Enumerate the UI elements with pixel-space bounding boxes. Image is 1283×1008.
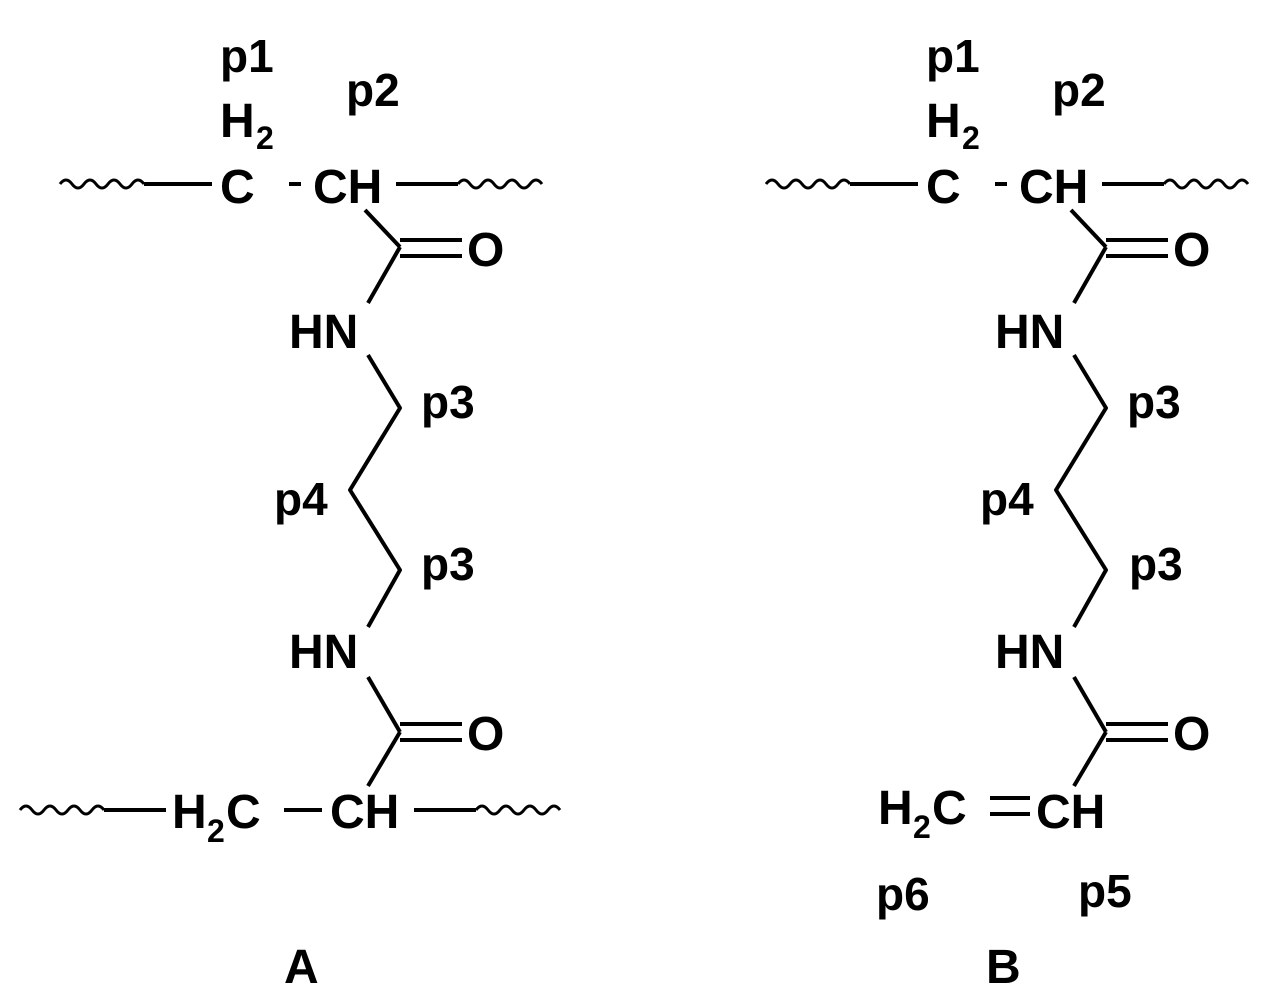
- atom-a-top-h2-sub: 2: [256, 120, 274, 156]
- label-a-p2: p2: [346, 64, 400, 116]
- atom-a-top-h2-h: H: [220, 95, 255, 148]
- atom-a-bottom-h2c-c: C: [226, 786, 261, 839]
- wavy-bond-a-top-right: [456, 178, 544, 190]
- atom-a-hn-lower: HN: [289, 626, 358, 679]
- atom-a-bottom-ch: CH: [330, 786, 399, 839]
- label-b-p2: p2: [1052, 64, 1106, 116]
- wavy-bond-b-top-left: [764, 178, 852, 190]
- atom-a-top-c: C: [220, 161, 255, 214]
- label-b-p3-lower: p3: [1129, 538, 1183, 590]
- wavy-bond-b-top-right: [1162, 178, 1250, 190]
- atom-b-top-c: C: [926, 161, 961, 214]
- atom-a-bottom-o: O: [467, 708, 504, 761]
- label-a-p1: p1: [220, 30, 274, 82]
- bond-b-carbonyl-n: [1072, 246, 1108, 304]
- panel-label-a: A: [284, 941, 319, 994]
- label-b-p4: p4: [980, 473, 1034, 525]
- atom-b-top-o: O: [1173, 224, 1210, 277]
- label-b-p3-upper: p3: [1127, 376, 1181, 428]
- bond-a-carbonyl-ch-lower: [366, 730, 402, 788]
- wavy-bond-a-top-left: [58, 178, 146, 190]
- chain-a-propylene: [348, 353, 402, 628]
- label-b-p1: p1: [926, 30, 980, 82]
- atom-b-hn-lower: HN: [995, 626, 1064, 679]
- atom-b-top-ch: CH: [1019, 161, 1088, 214]
- label-a-p3-lower: p3: [421, 538, 475, 590]
- label-b-p5: p5: [1078, 865, 1132, 917]
- atom-b-top-h2-h: H: [926, 95, 961, 148]
- atom-b-bottom-o: O: [1173, 708, 1210, 761]
- atom-a-hn-upper: HN: [289, 306, 358, 359]
- bond-a-carbonyl-n: [366, 246, 402, 304]
- chain-b-propylene: [1054, 353, 1108, 628]
- bond-a-n-carbonyl-lower: [366, 675, 402, 734]
- label-a-p4: p4: [274, 473, 328, 525]
- atom-b-vinyl-h2c-h: H: [878, 782, 913, 835]
- atom-a-bottom-h2c-h: H: [172, 786, 207, 839]
- panel-label-b: B: [986, 941, 1021, 994]
- structure-b: p1 p2 p3 p4 p3 p5 p6 H 2 C CH O HN HN O: [764, 30, 1250, 994]
- label-b-p6: p6: [876, 868, 930, 920]
- atom-b-top-h2-sub: 2: [962, 120, 980, 156]
- label-a-p3-upper: p3: [421, 376, 475, 428]
- atom-b-vinyl-h2c-c: C: [932, 782, 967, 835]
- bond-b-carbonyl-ch-lower: [1072, 730, 1108, 788]
- atom-a-bottom-h2c-sub: 2: [207, 813, 225, 849]
- atom-a-top-ch: CH: [313, 161, 382, 214]
- structure-a: p1 p2 p3 p4 p3 H 2 C CH O HN HN O H: [18, 30, 562, 994]
- atom-b-hn-upper: HN: [995, 306, 1064, 359]
- wavy-bond-a-bottom-left: [18, 804, 106, 816]
- bond-b-n-carbonyl-lower: [1072, 675, 1108, 734]
- bond-b-ch-carbonyl: [1069, 208, 1108, 249]
- bond-a-ch-carbonyl: [363, 208, 402, 249]
- atom-b-vinyl-ch: CH: [1036, 786, 1105, 839]
- atom-a-top-o: O: [467, 224, 504, 277]
- atom-b-vinyl-h2c-sub: 2: [913, 809, 931, 845]
- wavy-bond-a-bottom-right: [474, 804, 562, 816]
